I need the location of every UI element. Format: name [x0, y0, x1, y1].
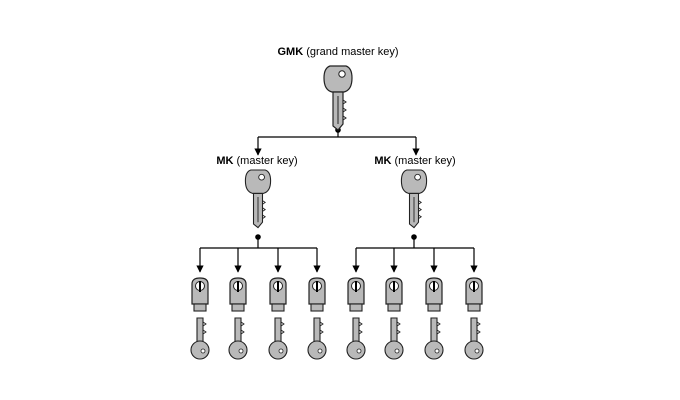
key-blade	[274, 317, 282, 343]
key-cuts	[280, 321, 285, 335]
key-bow	[424, 340, 444, 360]
cylinder-cam	[387, 303, 401, 312]
key-bow	[190, 340, 210, 360]
lock-cylinder-icon	[465, 277, 483, 312]
lock-cylinder-icon	[269, 277, 287, 312]
key-bow-hole	[278, 348, 284, 354]
key-bow-hole	[356, 348, 362, 354]
servant-key-icon	[384, 317, 404, 360]
key-head	[323, 65, 353, 93]
lock-cylinder-icon	[229, 277, 247, 312]
lock-cylinder-icon	[425, 277, 443, 312]
key-cuts	[418, 200, 423, 219]
key-bow	[268, 340, 288, 360]
mk-right-desc: (master key)	[394, 155, 456, 167]
lock-cylinder-icon	[347, 277, 365, 312]
servant-key-icon	[307, 317, 327, 360]
key-hole	[414, 173, 421, 181]
key-bow	[307, 340, 327, 360]
cylinder-cam	[427, 303, 441, 312]
gmk-desc: (grand master key)	[306, 46, 399, 58]
mk-left-abbr: MK	[216, 155, 234, 167]
key-cuts	[436, 321, 441, 335]
mk-right-label: MK (master key)	[374, 155, 455, 167]
key-bow	[384, 340, 404, 360]
lock-cylinder-icon	[308, 277, 326, 312]
master-key-left-icon	[244, 169, 272, 229]
key-bow-hole	[474, 348, 480, 354]
servant-key-icon	[268, 317, 288, 360]
key-bow-hole	[238, 348, 244, 354]
servant-key-icon	[190, 317, 210, 360]
keys-layer	[190, 65, 484, 360]
key-bow-hole	[394, 348, 400, 354]
gmk-abbr: GMK	[277, 46, 304, 58]
mk-left-desc: (master key)	[236, 155, 298, 167]
key-blade	[352, 317, 360, 343]
key-bow-hole	[317, 348, 323, 354]
cylinder-cam	[231, 303, 245, 312]
connector-lines	[196, 127, 478, 273]
lock-cylinder-icon	[191, 277, 209, 312]
cylinder-cam	[467, 303, 481, 312]
key-bow	[346, 340, 366, 360]
key-head	[244, 169, 272, 194]
cylinder-cam	[310, 303, 324, 312]
gmk-label: GMK (grand master key)	[277, 46, 398, 58]
key-blade	[430, 317, 438, 343]
key-cuts	[202, 321, 207, 335]
servant-key-icon	[228, 317, 248, 360]
key-cuts	[396, 321, 401, 335]
key-bow-hole	[434, 348, 440, 354]
key-head	[400, 169, 428, 194]
servant-key-icon	[424, 317, 444, 360]
key-bow	[464, 340, 484, 360]
key-hole	[338, 70, 346, 78]
key-blade	[234, 317, 242, 343]
key-cuts	[319, 321, 324, 335]
servant-key-icon	[464, 317, 484, 360]
key-hole	[258, 173, 265, 181]
key-cuts	[342, 99, 347, 121]
cylinder-cam	[271, 303, 285, 312]
key-cuts	[358, 321, 363, 335]
lock-cylinder-icon	[385, 277, 403, 312]
mk-right-abbr: MK	[374, 155, 392, 167]
cylinder-cam	[349, 303, 363, 312]
key-cuts	[240, 321, 245, 335]
master-key-right-icon	[400, 169, 428, 229]
key-blade	[313, 317, 321, 343]
cylinder-cam	[193, 303, 207, 312]
key-bow-hole	[200, 348, 206, 354]
grand-master-key-icon	[323, 65, 353, 131]
key-blade	[470, 317, 478, 343]
key-cuts	[262, 200, 267, 219]
key-blade	[390, 317, 398, 343]
key-cuts	[476, 321, 481, 335]
key-blade	[196, 317, 204, 343]
mk-left-label: MK (master key)	[216, 155, 297, 167]
servant-key-icon	[346, 317, 366, 360]
key-bow	[228, 340, 248, 360]
